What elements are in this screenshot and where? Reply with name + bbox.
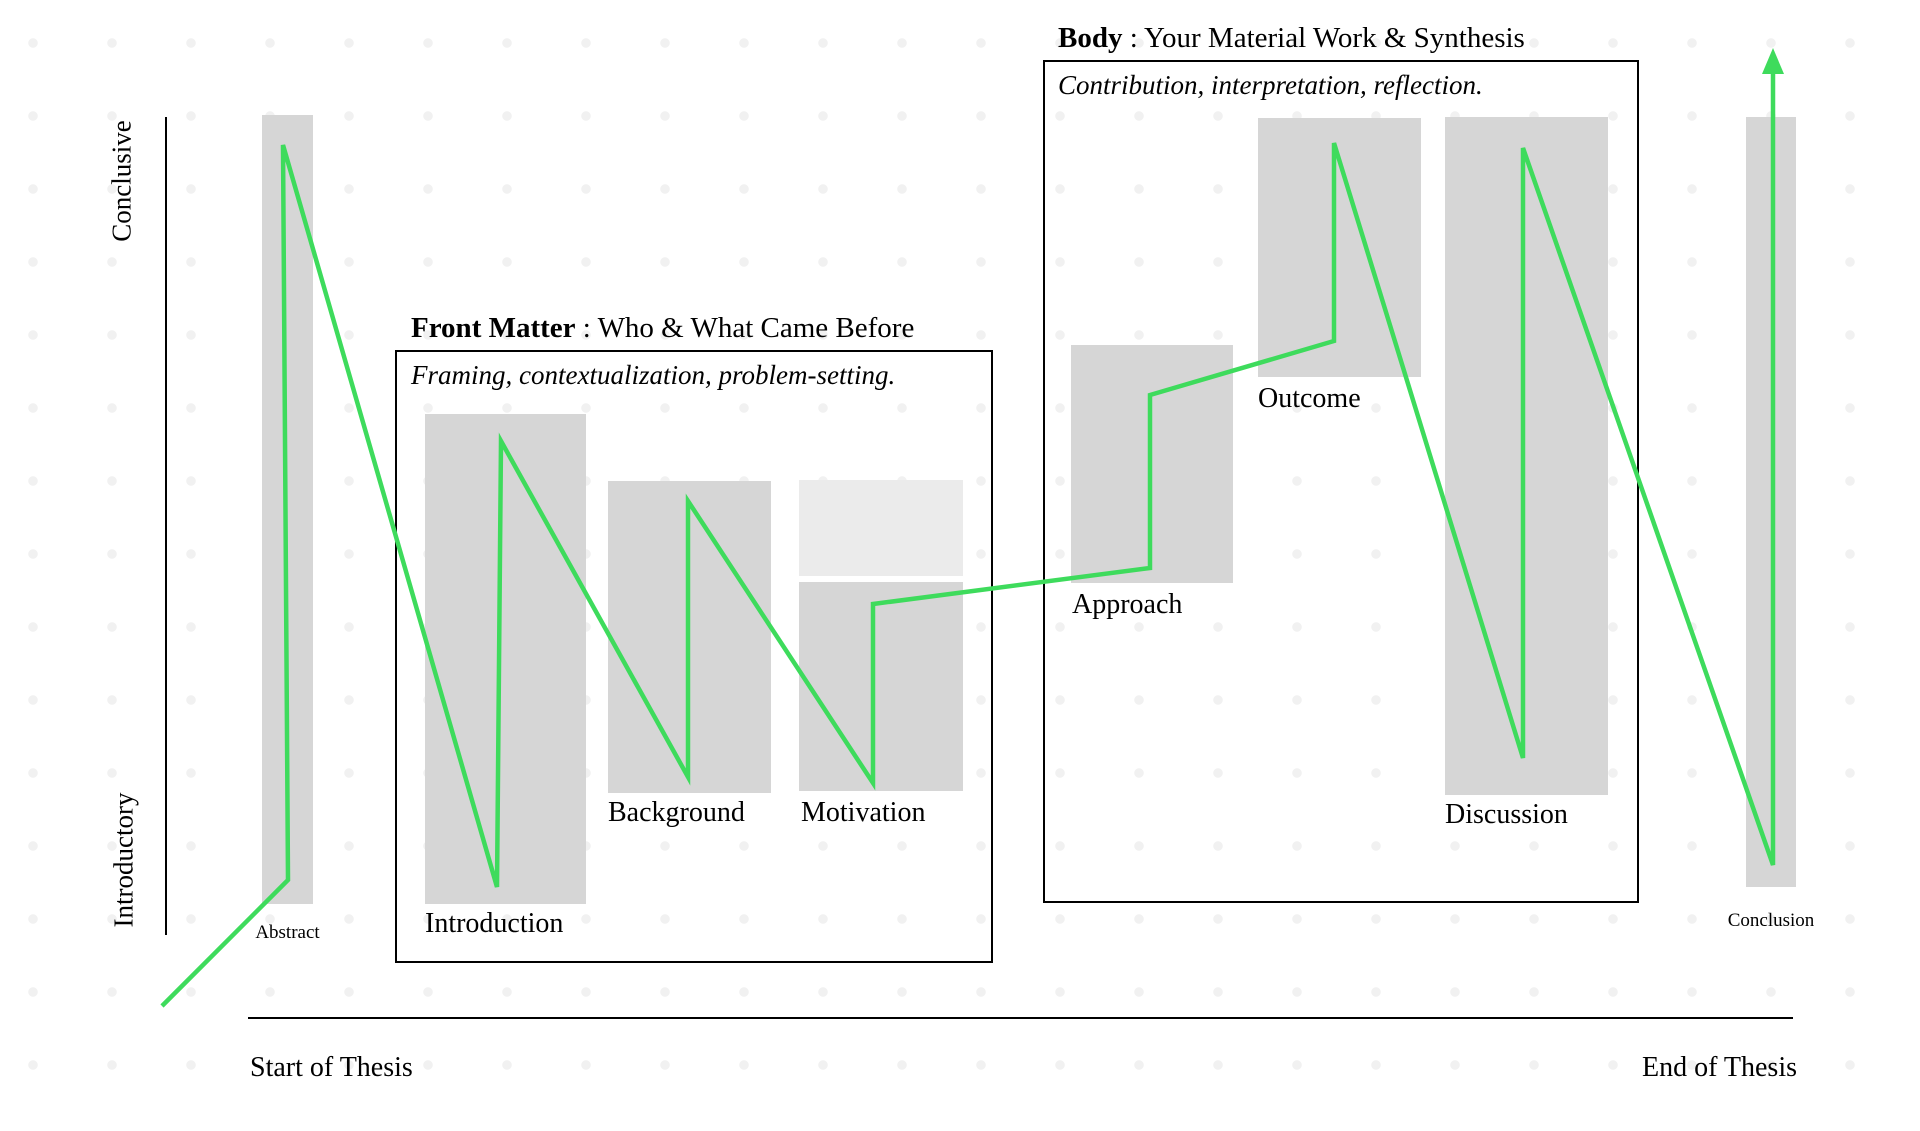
approach-bar — [1071, 345, 1233, 583]
body-title-bold: Body — [1058, 22, 1123, 54]
background-bar — [608, 481, 771, 793]
conclusion-label: Conclusion — [1727, 910, 1815, 931]
discussion-label: Discussion — [1445, 799, 1568, 830]
body-subtitle: Contribution, interpretation, reflection… — [1058, 70, 1483, 100]
introduction-label: Introduction — [425, 908, 564, 939]
approach-label: Approach — [1072, 589, 1183, 620]
motivation-label: Motivation — [801, 797, 926, 828]
front-matter-title-rest: : Who & What Came Before — [575, 312, 915, 344]
motivation-bar — [799, 582, 963, 791]
y-axis-line — [165, 117, 167, 935]
motivation-bar-upper-block — [799, 480, 963, 576]
background-label: Background — [608, 797, 745, 828]
flow-arrowhead — [1762, 48, 1784, 74]
abstract-label: Abstract — [255, 922, 320, 943]
conclusion-bar — [1746, 117, 1796, 887]
front-matter-title-bold: Front Matter — [411, 312, 576, 344]
outcome-bar — [1258, 118, 1421, 377]
x-axis-label-end: End of Thesis — [1641, 1052, 1797, 1083]
abstract-bar — [262, 115, 313, 904]
front-matter-subtitle: Framing, contextualization, problem-sett… — [411, 360, 896, 390]
front-matter-title: Front Matter : Who & What Came Before — [411, 312, 914, 345]
x-axis-line — [248, 1017, 1793, 1019]
body-title-rest: : Your Material Work & Synthesis — [1122, 22, 1525, 54]
x-axis-label-start: Start of Thesis — [250, 1052, 413, 1083]
body-title: Body : Your Material Work & Synthesis — [1058, 22, 1525, 55]
outcome-label: Outcome — [1258, 383, 1361, 414]
y-axis-label-introductory: Introductory — [108, 792, 139, 928]
discussion-bar — [1445, 117, 1608, 795]
introduction-bar — [425, 414, 586, 904]
y-axis-label-conclusive: Conclusive — [106, 120, 137, 242]
